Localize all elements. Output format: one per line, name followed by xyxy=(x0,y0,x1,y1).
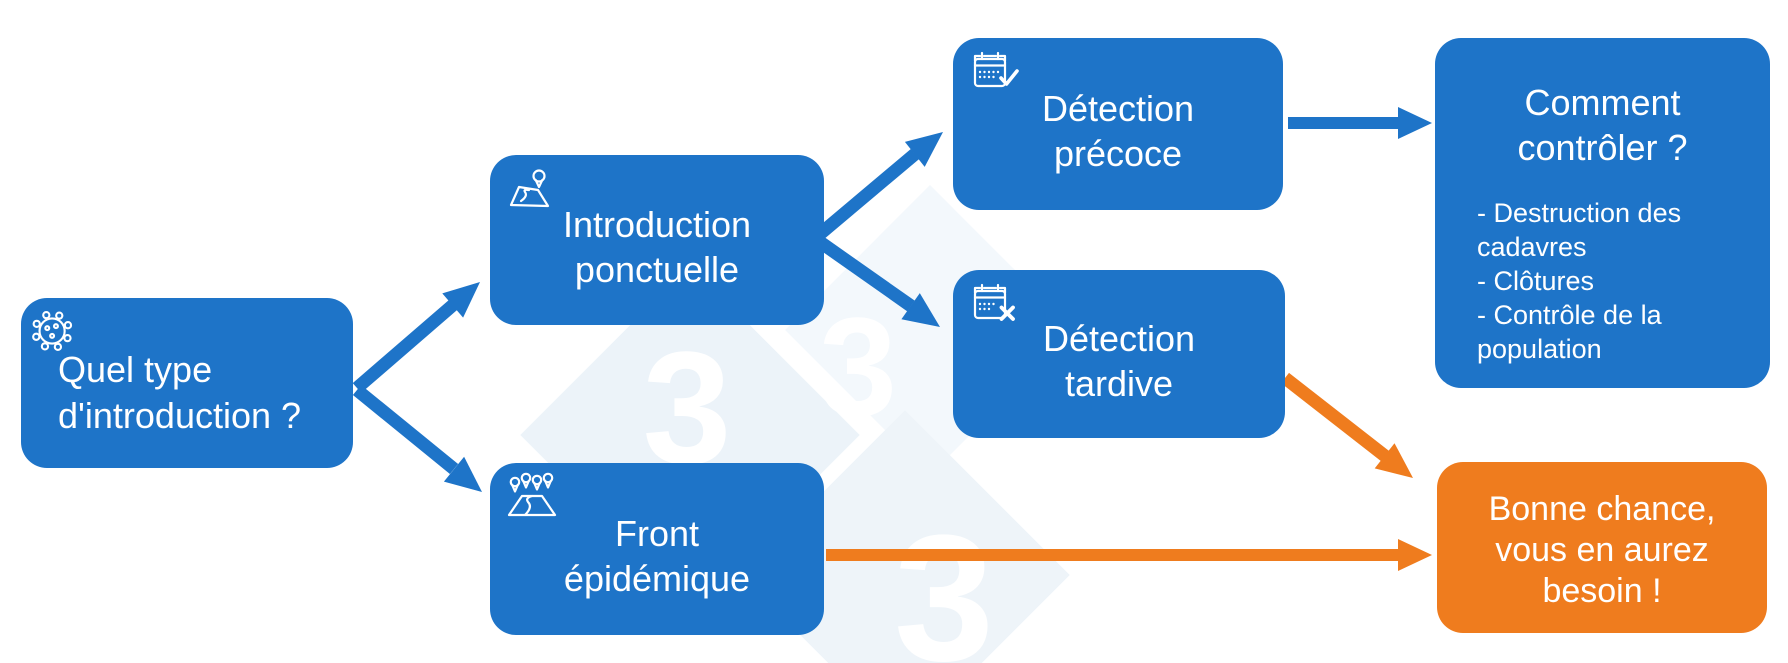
node-label: Introduction ponctuelle xyxy=(562,204,752,290)
node-label: Front épidémique xyxy=(563,513,751,599)
arrow-question-to-front xyxy=(352,384,482,492)
node-label: Bonne chance, vous en aurez besoin ! xyxy=(1488,490,1716,610)
arrow-tardive-to-luck xyxy=(1281,372,1413,478)
node-label: Détection tardive xyxy=(1042,318,1196,404)
node-comment-controler: Comment contrôler ? - Destruction des ca… xyxy=(1435,38,1770,388)
node-detection-precoce: Détection précoce xyxy=(953,38,1283,210)
node-introduction-ponctuelle: Introduction ponctuelle xyxy=(490,155,824,325)
map-pin-icon xyxy=(504,165,556,217)
calendar-check-icon xyxy=(968,48,1026,98)
node-detection-tardive: Détection tardive xyxy=(953,270,1285,438)
arrows xyxy=(352,107,1432,571)
node-bonne-chance: Bonne chance, vous en aurez besoin ! xyxy=(1437,462,1767,633)
watermark-digit: 3 xyxy=(894,498,994,663)
arrow-ponctuelle-to-tardive xyxy=(816,236,940,327)
watermark-digit: 3 xyxy=(819,288,897,445)
control-title: Comment contrôler ? xyxy=(1517,82,1688,168)
arrow-question-to-ponctuelle xyxy=(352,282,480,393)
arrow-front-to-luck xyxy=(826,539,1432,571)
node-front-epidemique: Front épidémique xyxy=(490,463,824,635)
node-question-type: Quel type d'introduction ? xyxy=(21,298,353,468)
control-measures-list: - Destruction des cadavres - Clôtures - … xyxy=(1477,198,1682,364)
map-pins-icon xyxy=(502,469,562,521)
arrow-precoce-to-control xyxy=(1288,107,1432,139)
node-label: Quel type d'introduction ? xyxy=(58,349,302,436)
calendar-x-icon xyxy=(968,280,1026,330)
node-label: Détection précoce xyxy=(1041,88,1195,174)
arrow-ponctuelle-to-precoce xyxy=(815,132,943,239)
